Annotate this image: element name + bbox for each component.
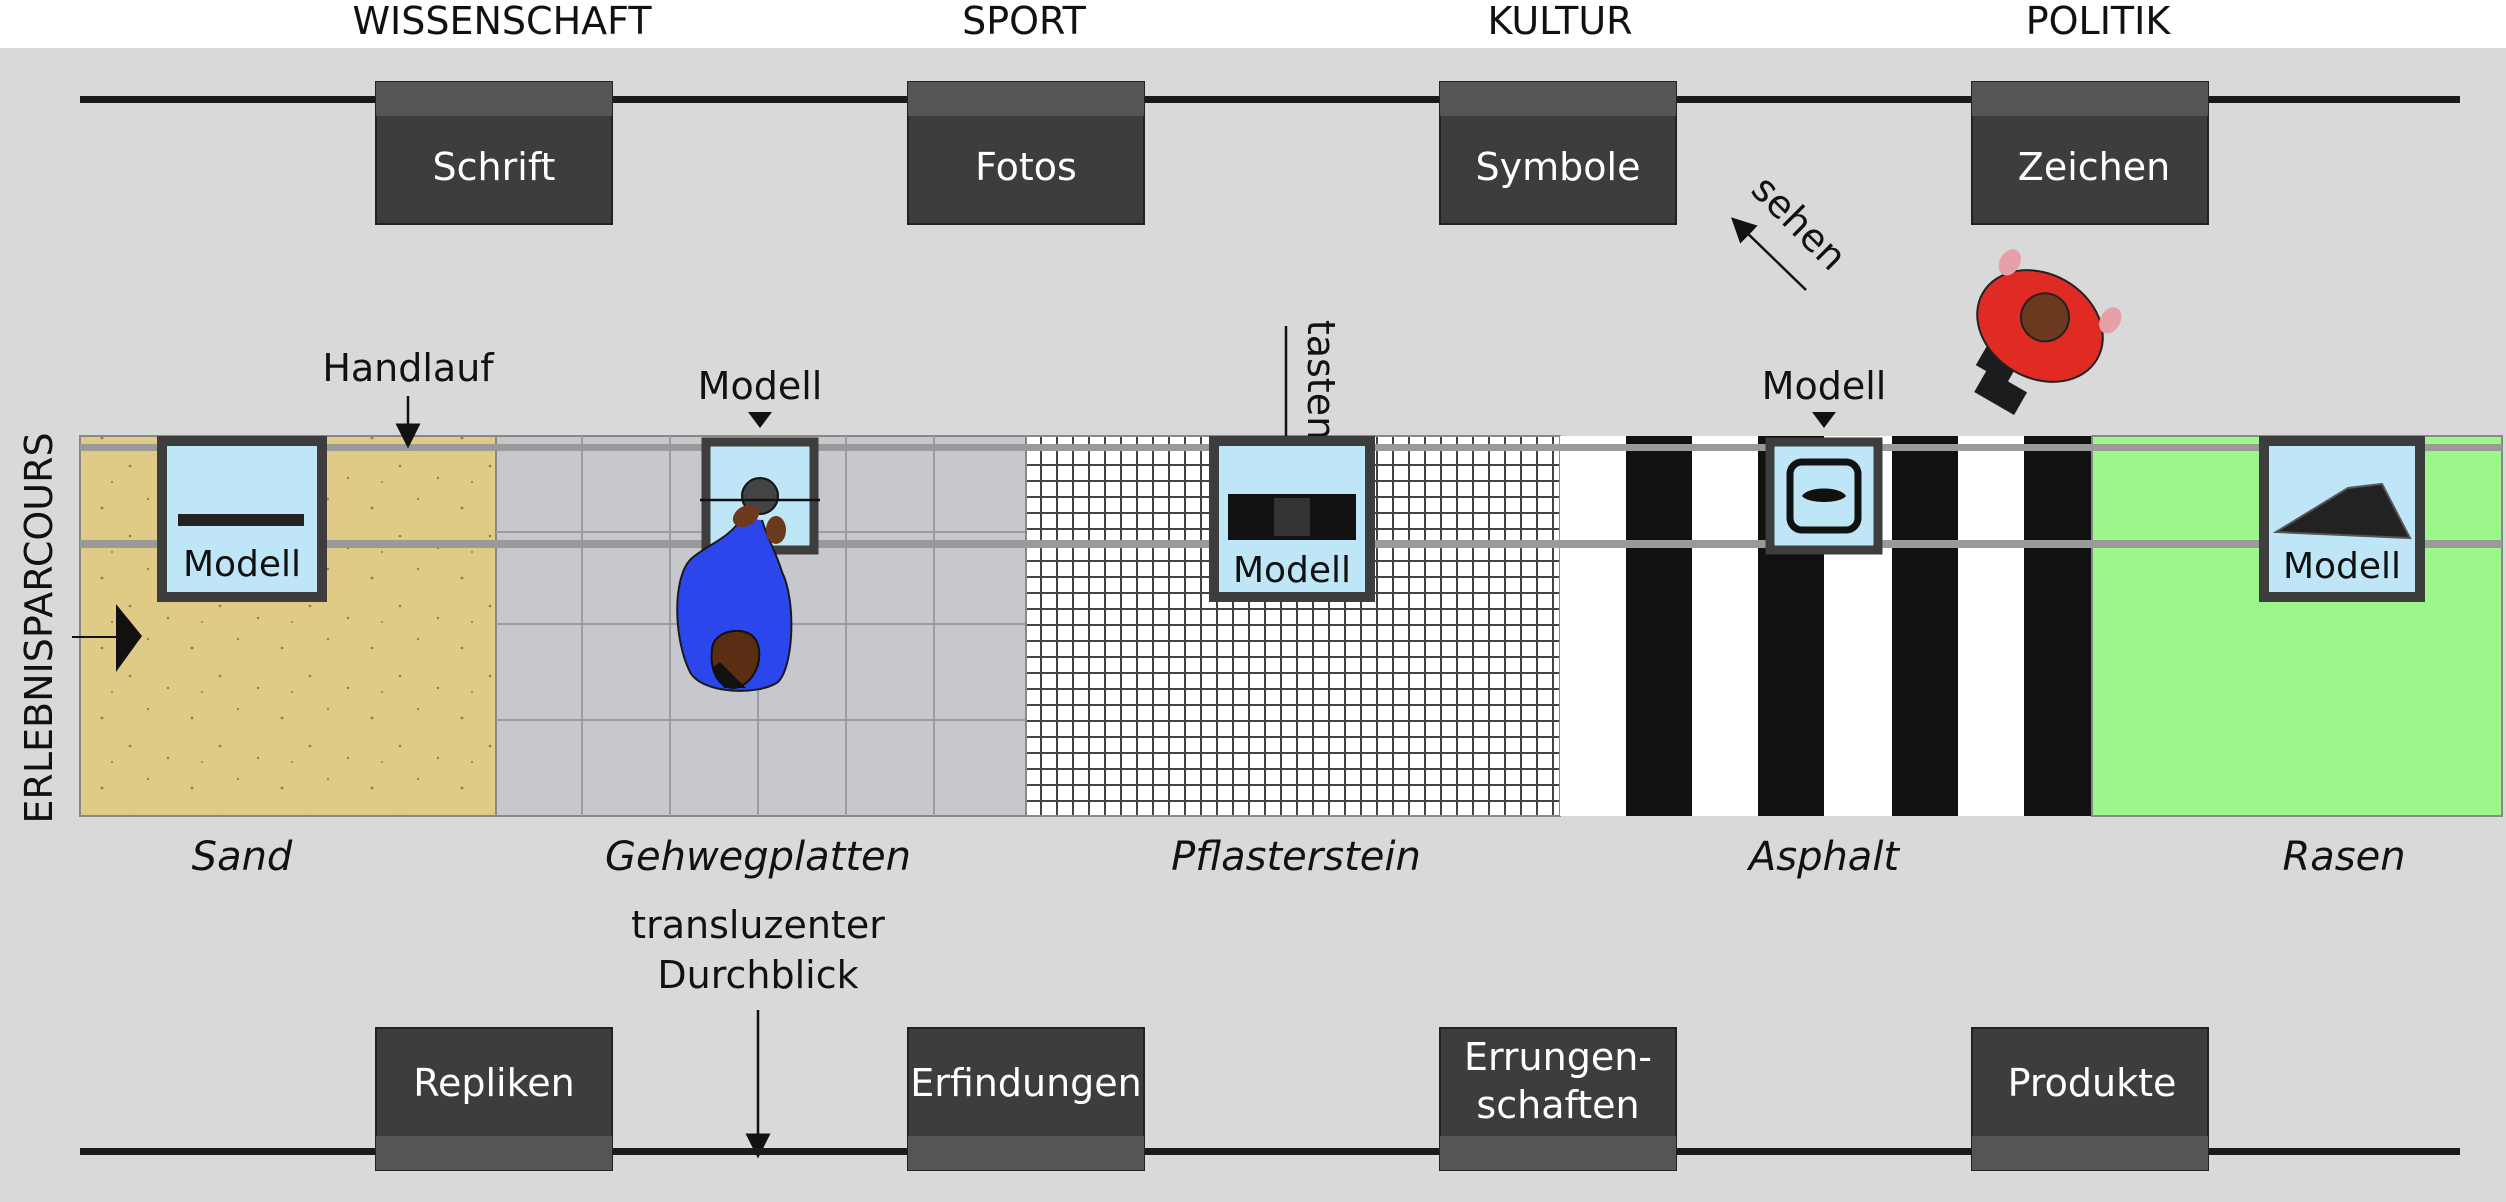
see-arrow (1731, 217, 1807, 291)
surface-label-cobblestone: Pflasterstein (1171, 834, 1421, 880)
model-station-cobblestone: Modell (1209, 436, 1375, 602)
top-box-signs: Zeichen (1971, 81, 2209, 225)
surface-labels: Sand Gehwegplatten Pflasterstein Asphalt… (192, 834, 2406, 880)
model-station-asphalt (1765, 437, 1883, 555)
top-box-symbols-label: Symbole (1476, 145, 1641, 189)
category-politics: POLITIK (2026, 0, 2172, 43)
category-sport: SPORT (962, 0, 1087, 43)
translucent-label-line1: transluzenter (631, 903, 885, 947)
surface-asphalt (1560, 436, 2092, 816)
parcours-label: ERLEBNISPARCOURS (17, 432, 61, 823)
top-box-photos-label: Fotos (975, 145, 1077, 189)
visitor-red-icon (1974, 249, 2122, 415)
bottom-box-achievements-label-2: schaften (1476, 1083, 1639, 1127)
bottom-box-inventions: Erfindungen (907, 1027, 1145, 1171)
translucent-label-line2: Durchblick (657, 953, 858, 997)
bottom-box-products-label: Produkte (2008, 1061, 2177, 1105)
top-box-signs-label: Zeichen (2018, 145, 2170, 189)
entrance-triangle-icon (116, 604, 142, 672)
top-box-photos: Fotos (907, 81, 1145, 225)
touch-label: tasten (1299, 320, 1343, 440)
car-icon (1802, 488, 1846, 502)
model-label-sand: Modell (183, 544, 301, 585)
model-label-grass: Modell (2283, 546, 2401, 587)
grass-model-shape (2272, 482, 2412, 540)
bottom-box-achievements-label-1: Errungen- (1464, 1035, 1652, 1079)
bottom-box-replicas: Repliken (375, 1027, 613, 1171)
category-science: WISSENSCHAFT (352, 0, 652, 43)
bottom-wall (80, 1148, 2460, 1155)
handrail-label: Handlauf (322, 346, 495, 390)
surface-label-asphalt: Asphalt (1746, 834, 1901, 880)
category-culture: KULTUR (1487, 0, 1632, 43)
model-label-tiles-top: Modell (698, 364, 823, 408)
surface-label-grass: Rasen (2282, 834, 2405, 880)
bottom-box-replicas-label: Repliken (413, 1061, 574, 1105)
model-station-grass: Modell (2259, 436, 2425, 602)
surface-label-tiles: Gehwegplatten (605, 834, 911, 880)
visitor-blue-icon (676, 504, 793, 692)
category-headings: WISSENSCHAFT SPORT KULTUR POLITIK (352, 0, 2171, 43)
bottom-box-inventions-label: Erfindungen (910, 1061, 1142, 1105)
bottom-box-products: Produkte (1971, 1027, 2209, 1171)
top-box-writing-label: Schrift (433, 145, 556, 189)
model-station-sand: Modell (157, 436, 327, 602)
bottom-exhibit-boxes: Repliken Erfindungen Errungen- schaften … (375, 1027, 2209, 1171)
bottom-box-achievements: Errungen- schaften (1439, 1027, 1677, 1171)
model-arrow-tiles (748, 412, 772, 428)
top-exhibit-boxes: Schrift Fotos Symbole Zeichen (375, 81, 2209, 225)
top-wall (80, 96, 2460, 103)
surface-label-sand: Sand (192, 834, 293, 880)
model-arrow-asphalt (1812, 412, 1836, 428)
top-box-writing: Schrift (375, 81, 613, 225)
model-label-cobblestone: Modell (1233, 550, 1351, 591)
model-label-asphalt-top: Modell (1762, 364, 1887, 408)
top-box-symbols: Symbole (1439, 81, 1677, 225)
